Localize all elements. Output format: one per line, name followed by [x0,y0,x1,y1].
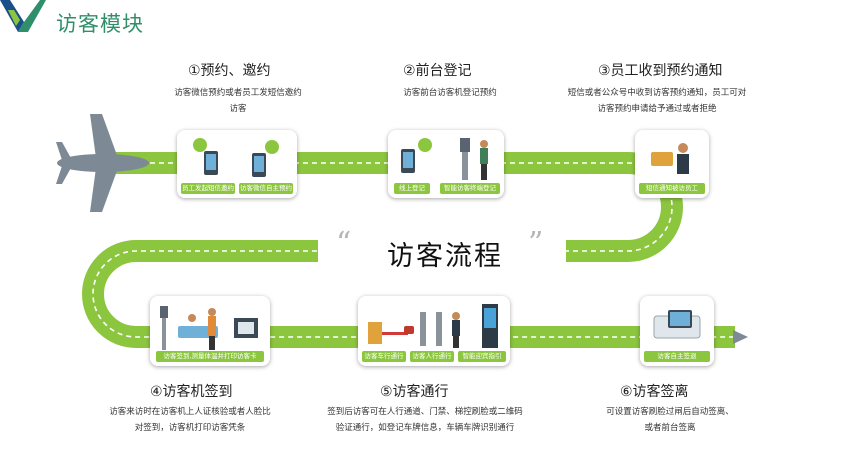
close-quote: ” [528,226,544,261]
step-1-card: 员工发起短信邀约 访客微信自主预约 [177,130,297,198]
step-2-desc-line: 访客前台访客机登记预约 [403,88,497,98]
step-6-desc-line: 或者前台签离 [644,423,696,433]
gate-passage-icon [368,304,498,348]
step-6-desc: 可设置访客刷脸过闸后自动签离、 或者前台签离 [580,404,760,436]
step-3-title: ③员工收到预约通知 [598,63,723,79]
open-quote: “ [336,226,352,261]
step-4-desc-line: 对签到，访客机打印访客凭条 [134,423,246,433]
step-4-tag: 访客签到,测量体温并打印访客卡 [156,351,264,362]
kiosk-icon [460,138,488,180]
step-6-desc-line: 可设置访客刷脸过闸后自动签离、 [606,407,734,417]
step-4-card: 访客签到,测量体温并打印访客卡 [150,296,270,366]
step-5-card: 访客车行通行 访客人行通行 智能迎宾指引 [358,296,510,366]
page-title: 访客模块 [56,12,144,36]
step-5-title: ⑤访客通行 [380,384,449,400]
step-1-title: ①预约、邀约 [188,63,271,79]
phone-icon [204,151,218,175]
step-2-desc: 访客前台访客机登记预约 [380,85,520,101]
step-5-tag: 智能迎宾指引 [458,351,506,362]
step-3-card: 短信通知被访员工 [635,130,709,198]
step-2-card: 线上登记 智能访客终端登记 [388,130,504,198]
step-6-tag: 访客自主签退 [644,351,710,362]
step-5-desc: 签到后访客可在人行通道、门禁、梯控刷脸或二维码 验证通行，如登记车牌信息，车辆车… [300,404,550,436]
step-4-desc: 访客来访时在访客机上人证核验或者人脸比 对签到，访客机打印访客凭条 [90,404,290,436]
logo-mark [0,0,46,32]
step-1-tag: 访客微信自主预约 [239,183,293,194]
phone-icon [252,153,266,177]
step-2-tag: 智能访客终端登记 [440,183,500,194]
step-5-tag: 访客车行通行 [362,351,406,362]
step-5-desc-line: 签到后访客可在人行通道、门禁、梯控刷脸或二维码 [327,407,523,417]
step-1-tag: 员工发起短信邀约 [181,183,235,194]
step-1-desc: 访客微信预约或者员工发短信邀约 访客 [158,85,318,117]
flow-title: 访客流程 [387,241,503,272]
kiosk-checkin-icon [160,306,258,350]
phone-icon [401,149,415,173]
step-4-desc-line: 访客来访时在访客机上人证核验或者人脸比 [109,407,271,417]
step-5-desc-line: 验证通行，如登记车牌信息，车辆车牌识别通行 [335,423,515,433]
notification-icon [651,143,689,174]
step-1-desc-line: 访客 [229,104,247,114]
step-4-title: ④访客机签到 [150,384,233,400]
chat-bubble-icon [418,138,432,152]
chat-bubble-icon [265,140,279,154]
step-6-card: 访客自主签退 [640,296,714,366]
step-3-desc-line: 短信或者公众号中收到访客预约通知，员工可对 [567,88,747,98]
step-2-title: ②前台登记 [403,63,472,79]
arrow-head-icon [733,330,748,344]
chat-bubble-icon [193,138,207,152]
step-2-tag: 线上登记 [394,183,430,194]
step-1-desc-line: 访客微信预约或者员工发短信邀约 [174,88,302,98]
step-5-tag: 访客人行通行 [410,351,454,362]
airplane-icon [56,114,149,212]
desk-terminal-icon [653,310,701,339]
step-3-tag: 短信通知被访员工 [639,183,705,194]
step-3-desc-line: 访客预约申请给予通过或者拒绝 [597,104,717,114]
step-6-title: ⑥访客签离 [620,384,689,400]
step-3-desc: 短信或者公众号中收到访客预约通知，员工可对 访客预约申请给予通过或者拒绝 [552,85,762,117]
